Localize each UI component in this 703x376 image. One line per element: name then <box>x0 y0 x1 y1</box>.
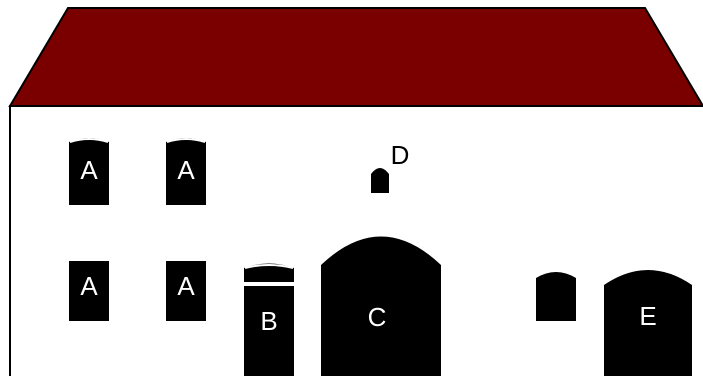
window-a-label: A <box>80 271 98 301</box>
door-b: B <box>244 264 294 376</box>
window-a-label: A <box>80 155 98 185</box>
roof <box>10 8 703 106</box>
window-a-label: A <box>177 271 195 301</box>
window-d-label: D <box>391 140 410 170</box>
window-a-label: A <box>177 155 195 185</box>
window-a-lower-right: A <box>166 261 206 321</box>
window-a-upper-left: A <box>69 138 109 205</box>
door-c: C <box>321 237 441 376</box>
small-arched-window <box>536 272 576 321</box>
window-a-lower-left: A <box>69 261 109 321</box>
door-c-label: C <box>368 302 387 332</box>
door-e: E <box>604 270 692 376</box>
door-b-label: B <box>260 306 277 336</box>
door-e-label: E <box>639 301 656 331</box>
window-a-upper-right: A <box>166 138 206 205</box>
